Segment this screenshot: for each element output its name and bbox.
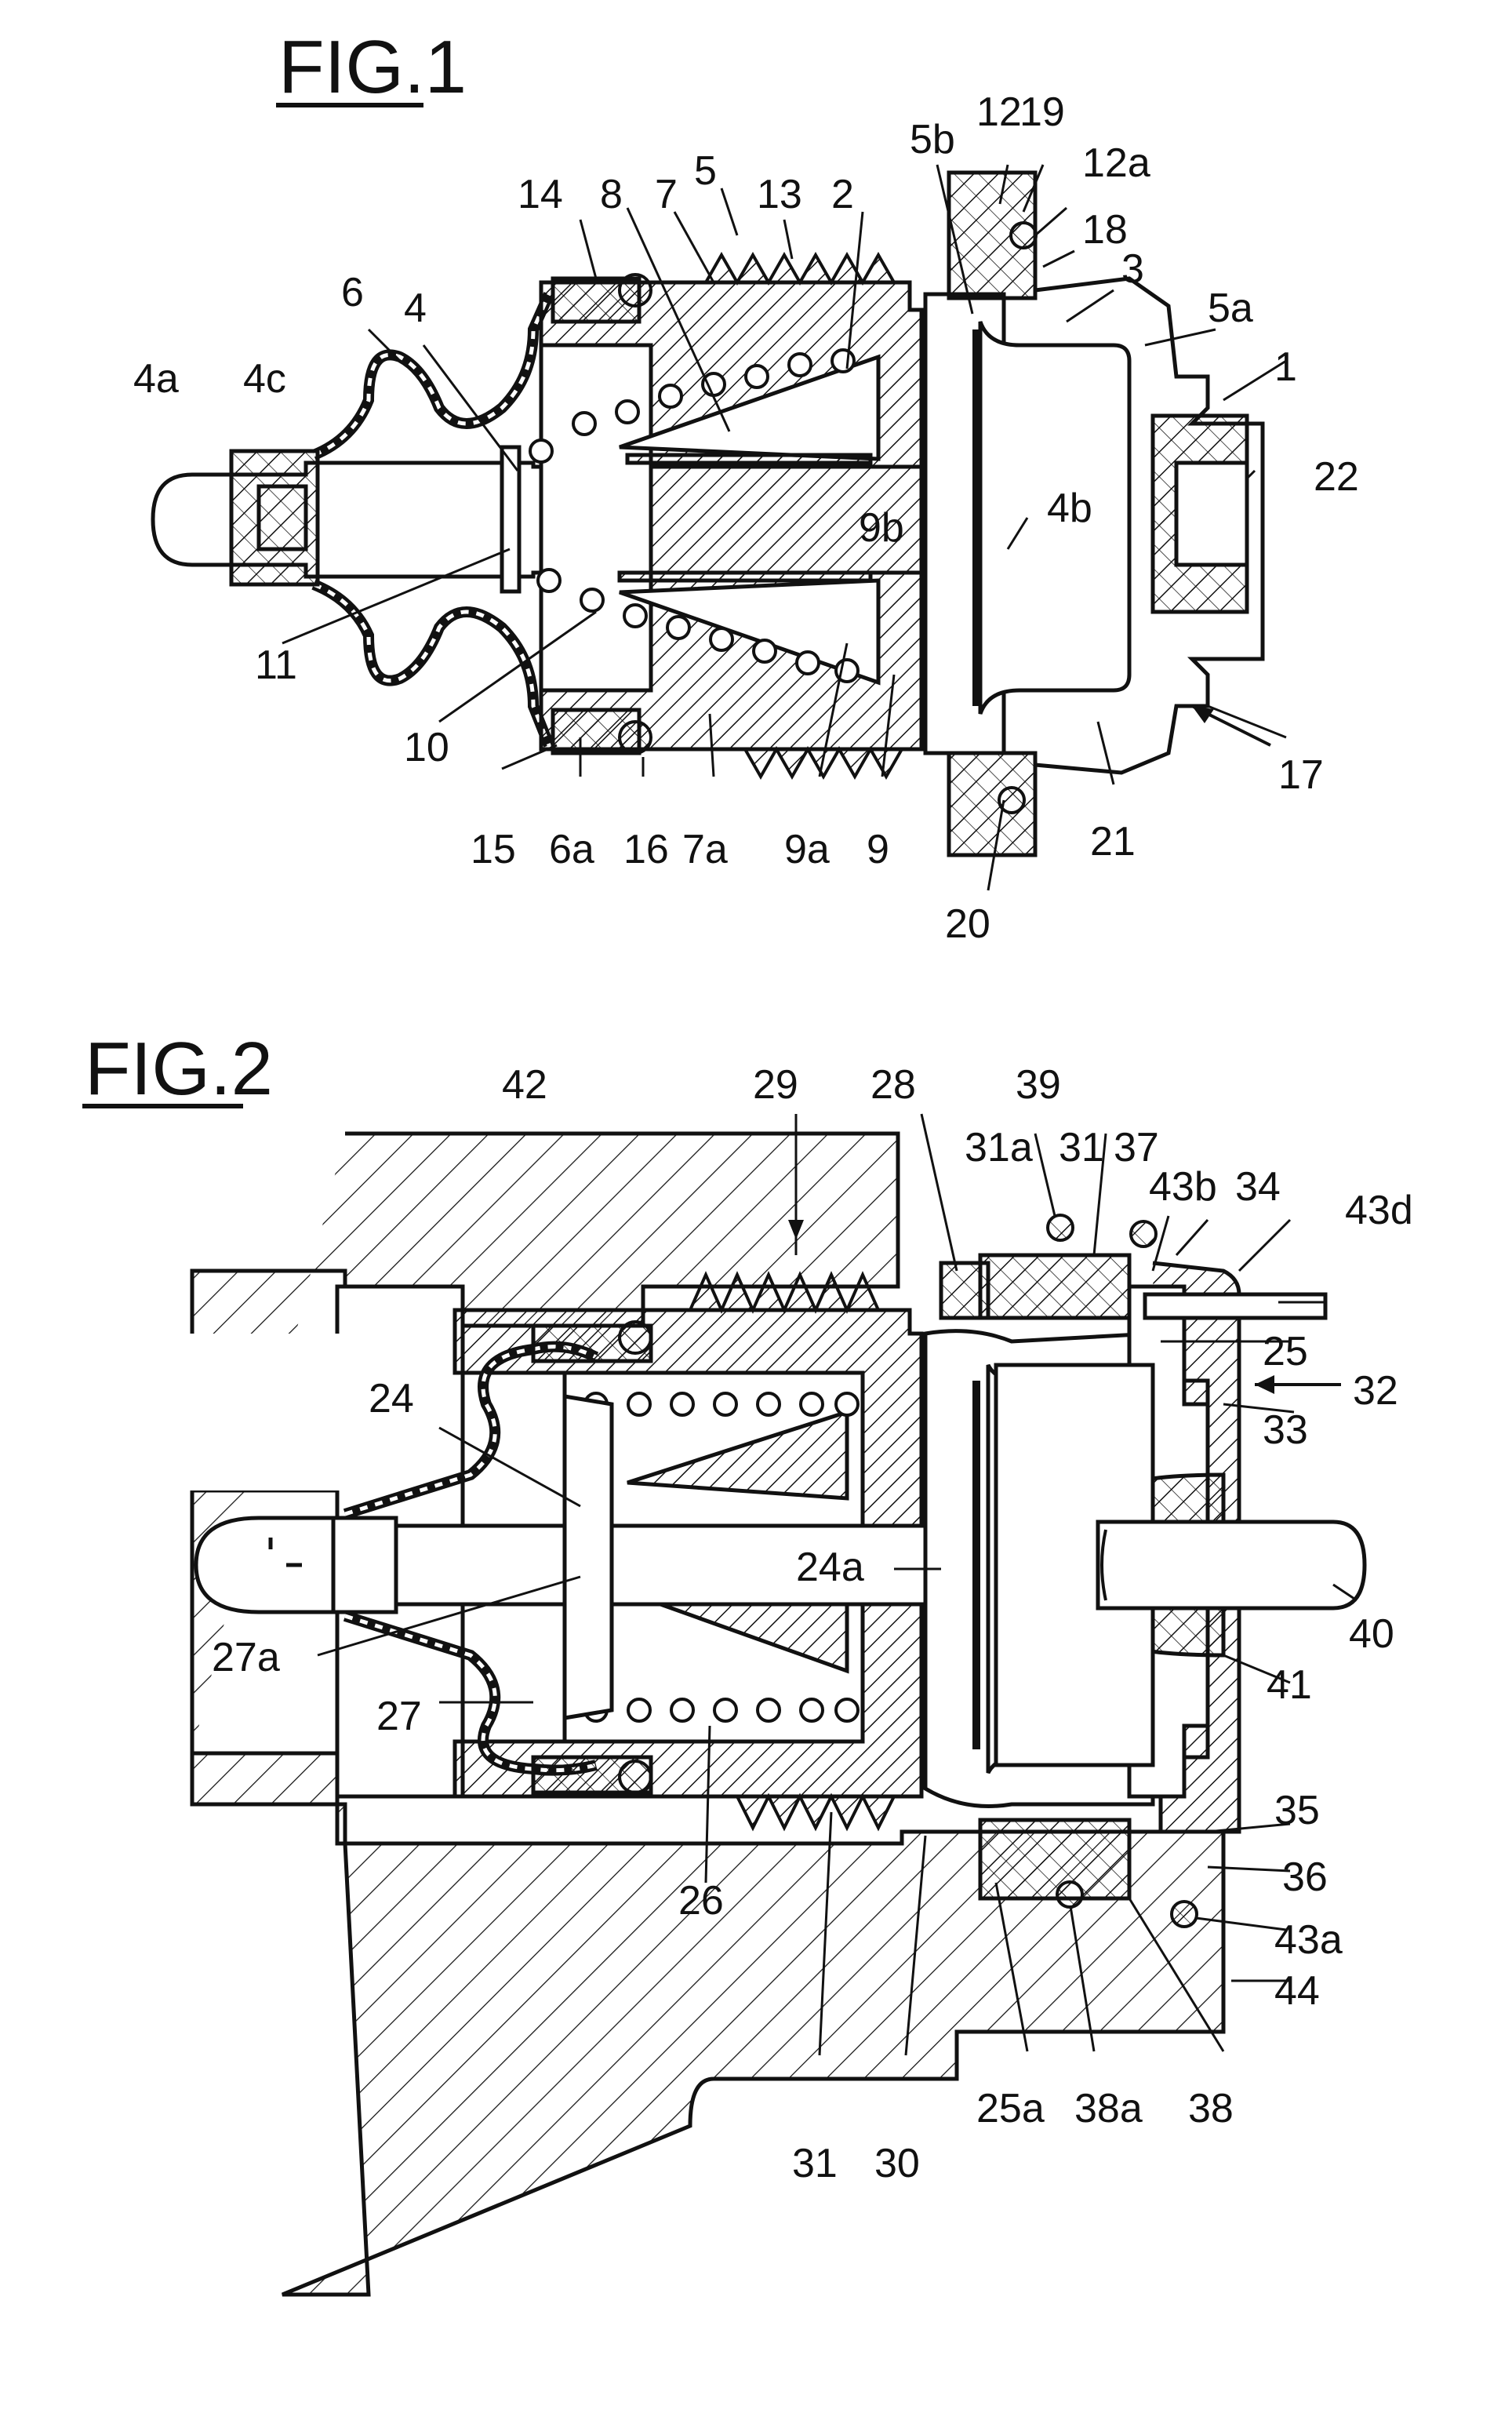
housing-recess: [188, 1334, 345, 1490]
figure-1: FIG.1: [133, 25, 1359, 947]
retainer-ring-15: [551, 708, 642, 755]
cap-ring-top: [531, 1323, 653, 1363]
figure-2: FIG.2: [82, 1027, 1413, 2297]
fig2-label: 42: [502, 1062, 547, 1108]
fig1-label: 9b: [859, 505, 904, 551]
fig1-label: 5b: [910, 117, 955, 162]
fig1-label: 19: [1020, 89, 1065, 135]
fig1-label: 16: [623, 827, 669, 872]
figure-1-labels: 5 5b 12 19 12a 14 8 7 13 2 18 3 5a 6 4 1…: [133, 89, 1359, 947]
arrow-17-head: [1192, 706, 1214, 723]
fig2-label: 26: [678, 1878, 724, 1924]
fig2-label: 36: [1282, 1854, 1328, 1900]
fig1-label: 9: [867, 827, 889, 872]
body-thread-top: [703, 251, 897, 286]
fig2-label: 25a: [976, 2086, 1045, 2131]
fig2-label: 39: [1016, 1062, 1061, 1108]
fig1-label: 6a: [549, 827, 594, 872]
cap-ring-bottom: [531, 1755, 653, 1795]
fig1-label: 4: [404, 286, 427, 331]
fig2-label: 43d: [1345, 1188, 1413, 1233]
fig1-label: 4b: [1047, 486, 1092, 531]
fig1-label: 10: [404, 725, 449, 770]
fig1-label: 22: [1314, 454, 1359, 500]
figure-2-title: FIG.2: [85, 1027, 273, 1111]
fig2-label: 29: [753, 1062, 798, 1108]
fig1-label: 8: [600, 172, 623, 217]
fig2-label: 43a: [1274, 1917, 1343, 1963]
fig2-label: 38: [1188, 2086, 1234, 2131]
fig2-label: 35: [1274, 1788, 1320, 1833]
fig1-label: 4a: [133, 356, 179, 402]
fig2-label: 31: [792, 2141, 838, 2186]
fig2-label: 24: [369, 1376, 414, 1421]
fig1-label: 6: [341, 270, 364, 315]
fig1-label: 1: [1274, 344, 1297, 390]
fig2-label: 32: [1353, 1368, 1398, 1414]
figure-2-leader-lines: [317, 1113, 1358, 2056]
figure-2-labels: 42 29 28 39 31a 31 37 43b 34 43d 25 32 3…: [212, 1062, 1413, 2186]
fig2-label: 44: [1274, 1968, 1320, 2014]
fig1-label: 7: [655, 172, 678, 217]
fig2-label: 24a: [796, 1545, 864, 1590]
plunger-24-marks: [268, 1538, 302, 1567]
retainer-ring-14: [551, 276, 642, 324]
fig2-label: 33: [1263, 1407, 1308, 1453]
fig1-label: 20: [945, 901, 990, 947]
arrow-29-head: [788, 1220, 804, 1239]
fig2-label: 31: [1059, 1125, 1104, 1170]
fig2-label: 28: [870, 1062, 916, 1108]
boot-bellows-inner: [313, 293, 551, 746]
spring-plate-27: [562, 1394, 614, 1720]
boot-collar-4c: [229, 449, 320, 587]
fig1-label: 14: [518, 172, 563, 217]
fig2-label: 37: [1114, 1125, 1159, 1170]
fig1-label: 12a: [1082, 140, 1150, 186]
fig1-label: 7a: [682, 827, 728, 872]
fig2-label: 38a: [1074, 2086, 1143, 2131]
fig2-label: 43b: [1149, 1164, 1217, 1210]
fig1-label: 4c: [243, 356, 286, 402]
fig1-label: 2: [831, 172, 854, 217]
pin-40: [1096, 1520, 1367, 1611]
fig1-label: 9a: [784, 827, 830, 872]
fig2-label: 25: [1263, 1329, 1308, 1374]
fig1-label: 18: [1082, 207, 1128, 253]
fig1-label: 11: [255, 642, 297, 688]
fig1-label: 5: [694, 148, 717, 194]
fig2-label: 27a: [212, 1635, 280, 1680]
fig1-label: 21: [1090, 819, 1136, 864]
figure-1-title: FIG.1: [278, 25, 467, 109]
fig1-label: 15: [471, 827, 516, 872]
figure-1-leader-lines: [282, 164, 1287, 891]
fig2-label: 34: [1235, 1164, 1281, 1210]
body-29-thread-top: [687, 1271, 881, 1314]
arrow-32-head: [1255, 1375, 1274, 1394]
body-29-thread-bottom: [734, 1793, 897, 1832]
fig2-label: 41: [1267, 1662, 1312, 1708]
fig2-label: 30: [874, 2141, 920, 2186]
fig1-label: 3: [1121, 246, 1144, 292]
fig1-label: 12: [976, 89, 1022, 135]
pin-40-groove: [1100, 1529, 1107, 1601]
fig1-label: 5a: [1208, 286, 1253, 331]
fig1-label: 13: [757, 172, 802, 217]
fig2-label: 40: [1349, 1611, 1394, 1657]
fig2-label: 31a: [965, 1125, 1033, 1170]
fig1-label: 17: [1278, 752, 1324, 798]
fig2-label: 27: [376, 1694, 422, 1739]
